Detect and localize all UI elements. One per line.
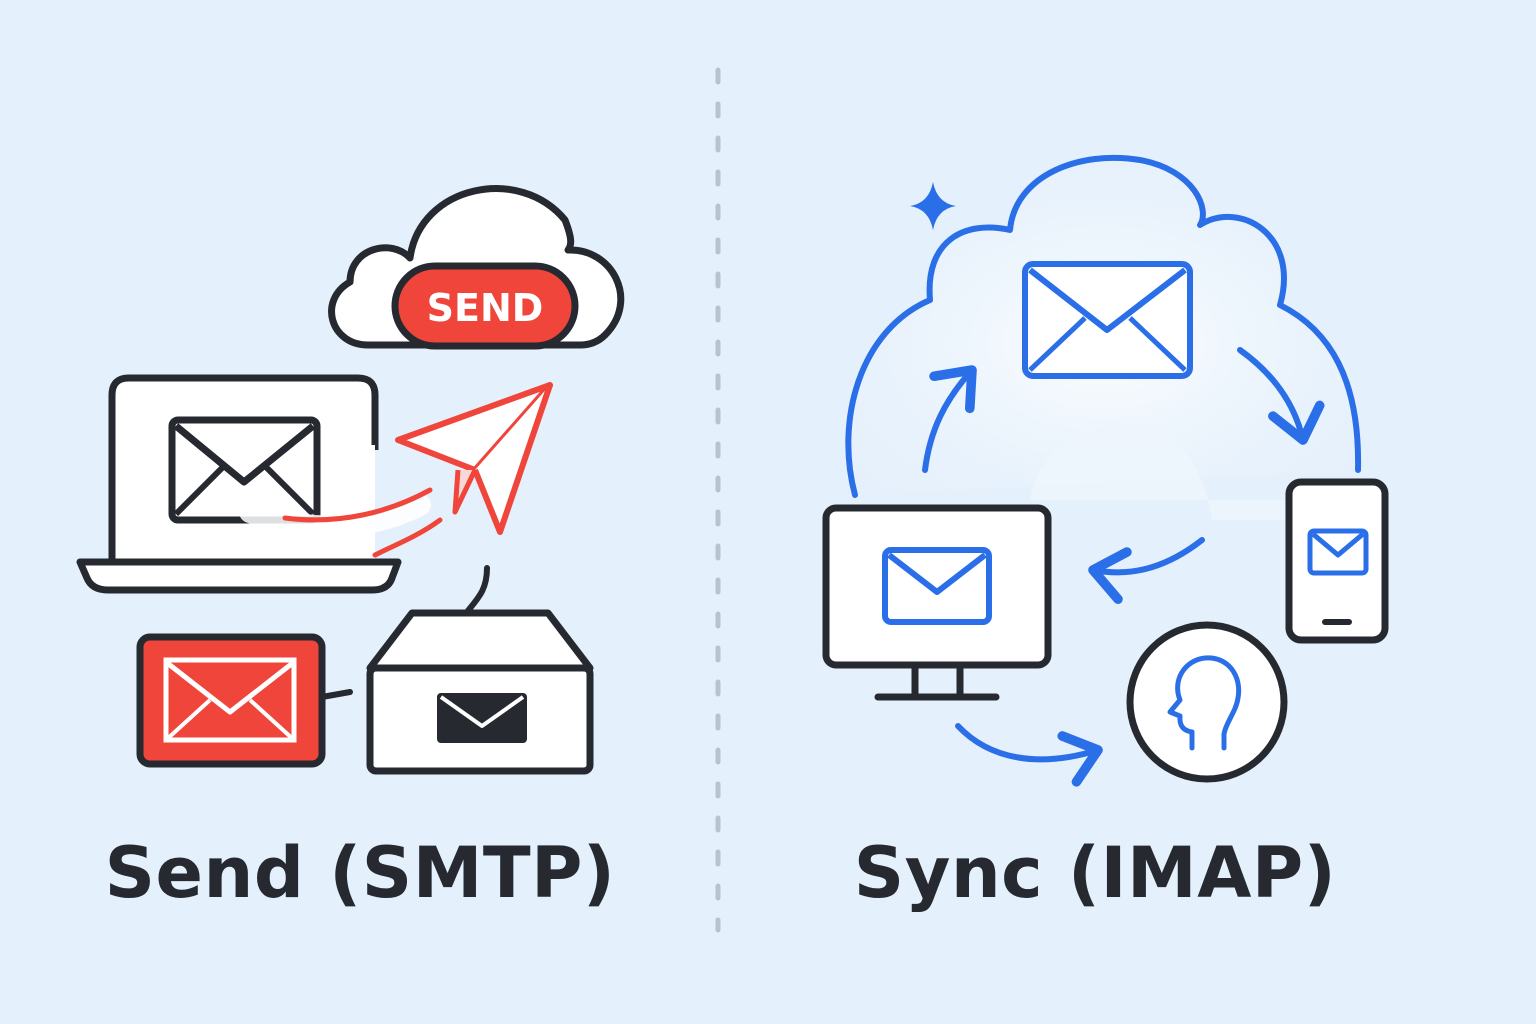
smtp-panel: SEND [76, 185, 625, 775]
phone-icon [1285, 478, 1389, 644]
desktop-envelope-icon [882, 547, 992, 625]
cloud-envelope-icon [1022, 261, 1193, 379]
envelope-to-inbox-connector [319, 689, 353, 700]
arrow-cloud-to-phone [1237, 347, 1325, 445]
arrow-phone-to-desktop [1088, 537, 1205, 604]
inbox-envelope-icon [437, 693, 527, 743]
phone-envelope-icon [1307, 528, 1369, 576]
send-cloud-icon: SEND [328, 185, 625, 350]
sparkle-icon [910, 182, 956, 230]
send-badge [391, 262, 579, 350]
inbox-wire [464, 565, 490, 615]
arrow-desktop-to-user [955, 723, 1103, 787]
desktop-monitor-icon [822, 504, 1052, 701]
paper-plane-icon [239, 382, 553, 558]
imap-panel [822, 154, 1389, 787]
user-avatar-icon [1126, 621, 1288, 783]
send-badge-label: SEND [427, 286, 544, 330]
laptop-icon [76, 374, 402, 594]
smtp-caption: Send (SMTP) [104, 832, 616, 914]
inbox-tray-icon [366, 609, 594, 775]
arrow-desktop-to-cloud [922, 365, 977, 473]
imap-caption: Sync (IMAP) [853, 832, 1337, 914]
red-envelope-icon [136, 633, 326, 768]
